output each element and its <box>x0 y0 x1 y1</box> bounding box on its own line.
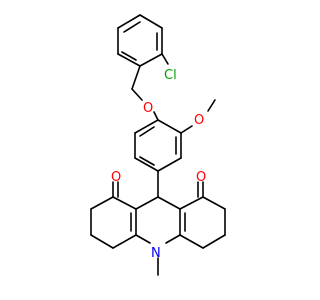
bonds <box>90 14 226 276</box>
bond <box>157 157 182 172</box>
nitrogen-label: N <box>151 246 161 261</box>
bond <box>139 126 155 137</box>
atom-labels: Cl O O O O N <box>111 68 206 261</box>
bond <box>134 157 159 172</box>
bond <box>90 234 114 249</box>
bond <box>139 53 163 67</box>
ether-oxygen-label: O <box>143 101 153 116</box>
bond <box>179 234 204 249</box>
bond <box>121 51 137 61</box>
bond <box>135 234 151 244</box>
bond <box>202 234 226 249</box>
bond <box>157 196 181 210</box>
bond <box>131 88 143 101</box>
bond <box>153 111 159 121</box>
bond <box>135 196 159 210</box>
bond <box>123 21 141 33</box>
bond <box>112 234 137 249</box>
bond <box>90 196 114 210</box>
chlorine-label: Cl <box>164 68 177 83</box>
bond <box>134 119 159 134</box>
structure-drawing: Cl O O O O N <box>90 14 226 276</box>
bond <box>180 125 193 134</box>
bond <box>112 196 137 210</box>
ketone-oxygen-label-left: O <box>111 170 121 185</box>
bond <box>161 53 169 65</box>
ketone-oxygen-label-right: O <box>196 170 206 185</box>
bond <box>179 196 204 210</box>
bond <box>139 156 155 166</box>
methoxy-oxygen-label: O <box>194 113 204 128</box>
molecule-diagram: Cl O O O O N <box>90 14 226 276</box>
bond <box>207 99 216 112</box>
bond <box>131 65 141 90</box>
bond <box>165 234 181 244</box>
bond <box>139 14 163 29</box>
bond <box>117 14 141 29</box>
bond <box>117 53 141 67</box>
bond <box>157 119 182 134</box>
bond <box>202 196 226 210</box>
